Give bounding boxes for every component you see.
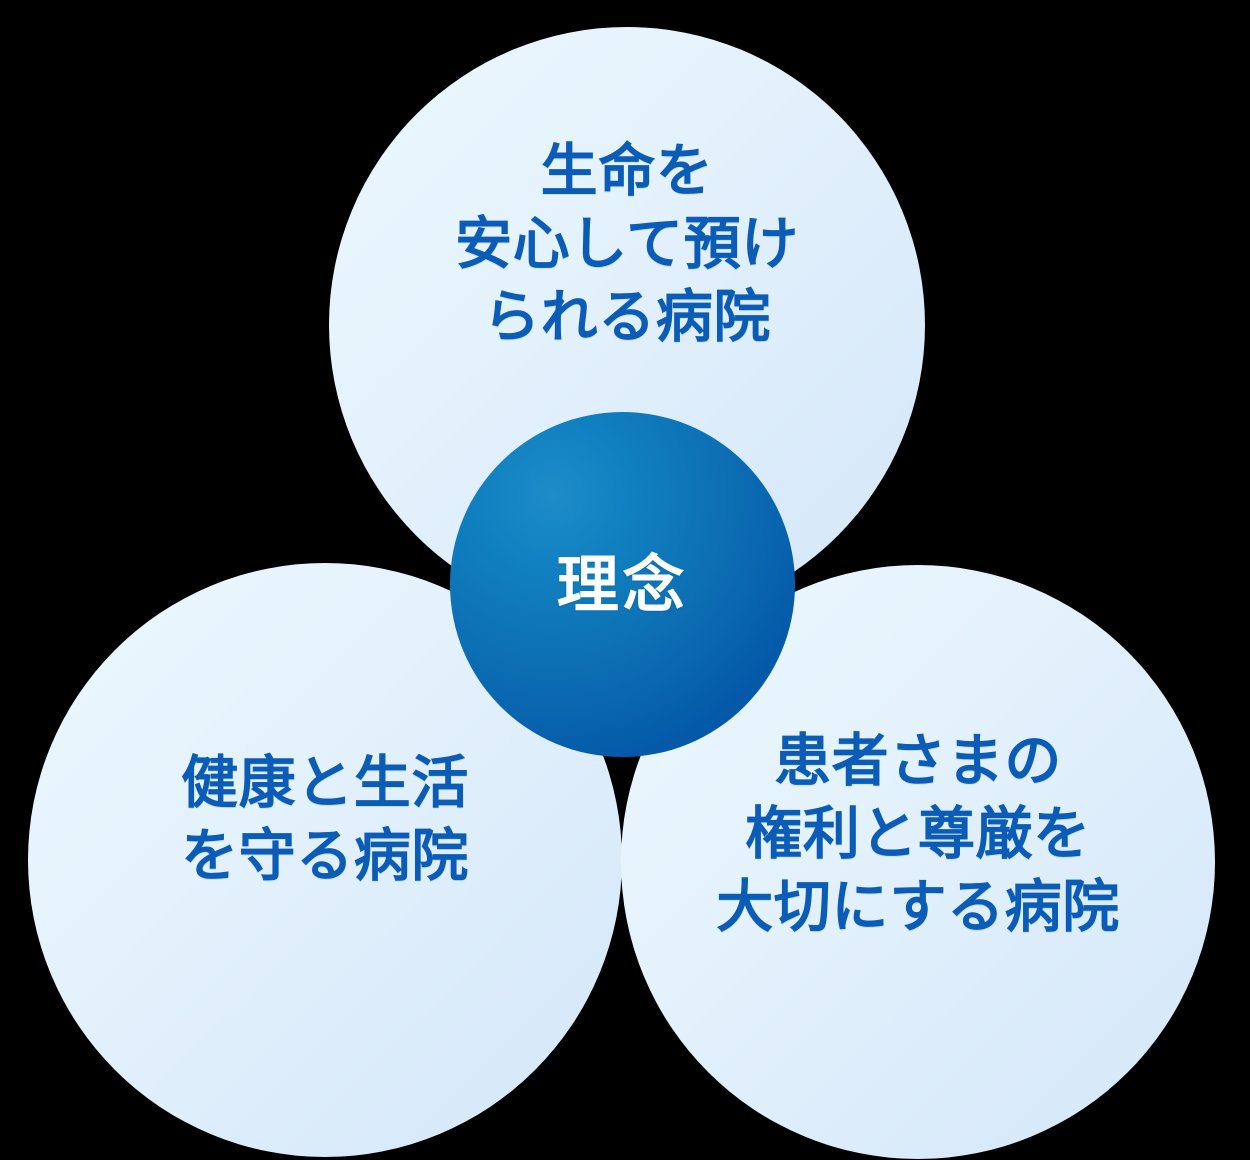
concept-circle-bottom-left-line-1: 健康と生活 <box>181 750 469 816</box>
concept-circle-top-label: 生命を 安心して預け られる病院 <box>329 135 925 354</box>
concept-circle-bottom-right-line-3: 大切にする病院 <box>716 873 1120 940</box>
concept-circle-top-line-2: 安心して預け <box>455 210 799 277</box>
concept-center-circle: 理念 <box>450 412 795 757</box>
concept-center-label: 理念 <box>556 547 689 621</box>
concept-circle-bottom-left: 健康と生活 を守る病院 <box>28 563 622 1157</box>
concept-circle-bottom-right-label: 患者さまの 権利と尊厳を 大切にする病院 <box>621 725 1215 944</box>
concept-circle-bottom-right-line-1: 患者さまの <box>774 728 1062 794</box>
concept-circle-bottom-left-line-2: を守る病院 <box>181 822 469 889</box>
concept-circle-top-line-1: 生命を <box>540 138 714 204</box>
concept-circle-bottom-left-label: 健康と生活 を守る病院 <box>28 747 622 893</box>
concept-circle-bottom-right-line-2: 権利と尊厳を <box>745 800 1091 867</box>
concept-circle-top-line-3: られる病院 <box>483 283 771 350</box>
